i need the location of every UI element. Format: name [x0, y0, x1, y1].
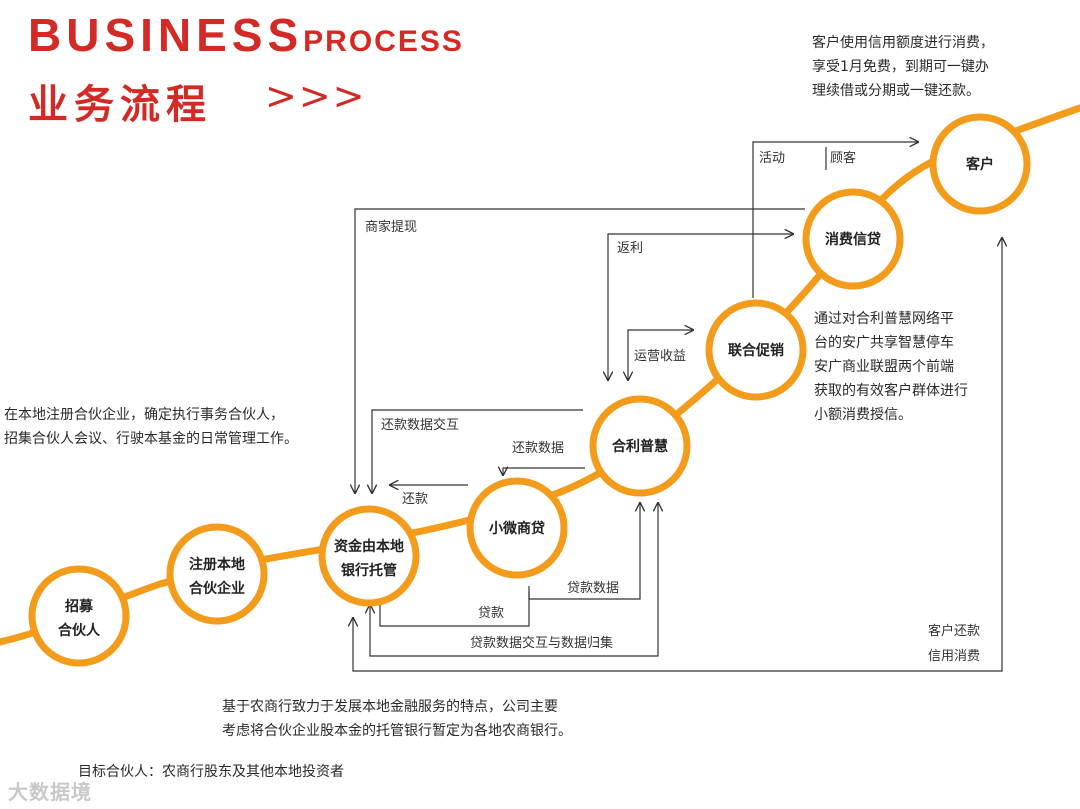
note-bottom: 基于农商行致力于发展本地金融服务的特点，公司主要 考虑将合伙企业股本金的托管银行…: [222, 695, 572, 743]
watermark: 大数据境: [8, 780, 92, 804]
nodes: [28, 113, 1031, 667]
label-activity: 活动: [759, 151, 785, 166]
label-credit-consume: 信用消费: [928, 649, 980, 664]
node-register-label-1: 注册本地: [189, 556, 245, 573]
page-title-en: BUSINESSPROCESS: [28, 8, 464, 62]
note-target-partners: 目标合伙人：农商行股东及其他本地投资者: [78, 764, 344, 780]
arrow-repay-data: [503, 468, 585, 475]
node-helihuihui-label: 合利普慧: [612, 438, 668, 455]
node-customer: [929, 113, 1031, 215]
label-loan-data: 贷款数据: [567, 581, 619, 596]
note-top-right: 客户使用信用额度进行消费， 享受1月免费，到期可一键办 理续借或分期或一键还款。: [812, 31, 994, 103]
label-repay-data: 还款数据: [512, 441, 564, 456]
label-customer-flow: 顾客: [830, 150, 856, 166]
node-consumer-credit-label: 消费信贷: [825, 231, 881, 248]
page-title-cn: 业务流程: [28, 82, 212, 128]
note-line: 安广商业联盟两个前端: [814, 359, 954, 375]
note-left: 在本地注册合伙企业，确定执行事务合伙人， 招集合伙人会议、行驶本基金的日常管理工…: [4, 403, 298, 451]
node-recruit: [28, 565, 130, 667]
note-line: 台的安广共享智慧停车: [814, 335, 954, 351]
note-line: 客户使用信用额度进行消费，: [812, 35, 994, 51]
node-custody-label-2: 银行托管: [341, 562, 397, 579]
node-custody-label-1: 资金由本地: [334, 538, 404, 555]
node-register-label-2: 合伙企业: [189, 580, 245, 597]
note-line: 在本地注册合伙企业，确定执行事务合伙人，: [4, 407, 284, 423]
note-right: 通过对合利普慧网络平 台的安广共享智慧停车 安广商业联盟两个前端 获取的有效客户…: [814, 307, 968, 427]
node-promo: [705, 299, 807, 401]
note-line: 享受1月免费，到期可一键办: [812, 59, 989, 75]
arrow-loan: [379, 592, 530, 627]
node-custody: [318, 505, 420, 607]
chevron-arrows-icon: >>>: [265, 74, 367, 118]
label-loan: 贷款: [478, 606, 504, 621]
connectors: [353, 142, 1002, 672]
title-en-process: PROCESS: [303, 25, 464, 58]
node-customer-label: 客户: [965, 156, 994, 173]
note-line: 通过对合利普慧网络平: [814, 311, 954, 327]
title-en-business: BUSINESS: [28, 9, 304, 61]
label-ops-income: 运营收益: [634, 349, 686, 364]
node-microloan: [466, 477, 568, 579]
label-repay: 还款: [402, 492, 428, 507]
note-line: 理续借或分期或一键还款。: [812, 83, 980, 99]
node-register: [166, 523, 268, 625]
note-line: 获取的有效客户群体进行: [814, 383, 968, 399]
flow-labels: 活动 顾客 商家提现 返利 运营收益 还款数据交互 还款数据 还款 贷款 贷款数…: [365, 150, 980, 664]
arrow-cust-repay: [353, 238, 1002, 672]
node-labels: 招募 合伙人 注册本地 合伙企业 资金由本地 银行托管 小微商贷 合利普慧 联合…: [58, 156, 994, 639]
node-recruit-label-1: 招募: [65, 598, 94, 615]
label-merchant-withdraw: 商家提现: [365, 219, 417, 235]
node-microloan-label: 小微商贷: [489, 520, 545, 537]
note-line: 基于农商行致力于发展本地金融服务的特点，公司主要: [222, 699, 558, 715]
label-rebate: 返利: [617, 241, 643, 256]
note-line: 考虑将合伙企业股本金的托管银行暂定为各地农商银行。: [222, 723, 572, 739]
note-line: 小额消费授信。: [814, 407, 912, 423]
node-recruit-label-2: 合伙人: [58, 622, 101, 639]
label-cust-repay: 客户还款: [928, 623, 980, 639]
label-loan-collect: 贷款数据交互与数据归集: [470, 635, 613, 651]
label-repay-interact: 还款数据交互: [381, 417, 459, 433]
node-helihuihui: [589, 395, 691, 497]
node-promo-label: 联合促销: [728, 342, 784, 359]
node-consumer-credit: [802, 188, 904, 290]
note-line: 招集合伙人会议、行驶本基金的日常管理工作。: [4, 431, 298, 447]
